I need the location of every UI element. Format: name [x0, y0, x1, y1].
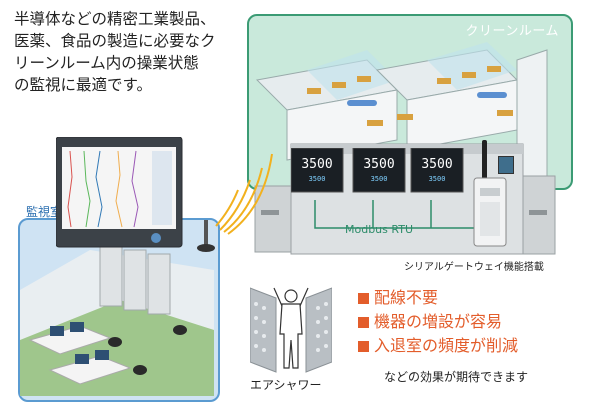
monitoring-room-label: 監視室 — [26, 205, 63, 219]
benefit-item-1: 配線不要 — [358, 286, 518, 310]
benefit-text-2: 機器の増設が容易 — [374, 312, 503, 331]
clean-room-label: クリーンルーム — [465, 24, 559, 39]
controller-group: 3500 3500 3500 3500 3500 3500 — [291, 148, 464, 193]
benefit-text-3: 入退室の頻度が削減 — [374, 336, 519, 355]
benefit-text-1: 配線不要 — [374, 288, 439, 307]
benefit-item-3: 入退室の頻度が削減 — [358, 334, 518, 358]
square-bullet-icon — [358, 316, 369, 328]
controller-2-pv: 3500 — [363, 157, 394, 172]
gateway-display — [498, 156, 514, 174]
air-shower-label: エアシャワー — [250, 378, 322, 392]
square-bullet-icon — [358, 292, 369, 304]
clean-room-equipment — [255, 42, 548, 180]
modbus-rtu-label: Modbus RTU — [345, 223, 413, 236]
serial-gateway-device — [473, 140, 507, 247]
paperless-recorder — [56, 137, 183, 248]
person-icon — [273, 287, 309, 369]
controller-1-sp: 3500 — [309, 175, 326, 183]
air-shower-illustration — [250, 287, 332, 373]
controller-3: 3500 3500 — [410, 148, 464, 193]
power-button-icon — [151, 233, 161, 243]
recorder-antenna — [197, 220, 215, 252]
controller-1-pv: 3500 — [301, 157, 332, 172]
controller-3-sp: 3500 — [429, 175, 446, 183]
square-bullet-icon — [358, 340, 369, 352]
controller-3-pv: 3500 — [421, 157, 452, 172]
antenna-icon — [204, 220, 208, 246]
gateway-label: シリアルゲートウェイ機能搭載 — [404, 262, 544, 273]
wireless-signal-icon — [215, 153, 273, 235]
benefits-list: 配線不要 機器の増設が容易 入退室の頻度が削減 — [358, 286, 518, 358]
benefits-footer: などの効果が期待できます — [384, 370, 529, 384]
benefit-item-2: 機器の増設が容易 — [358, 310, 518, 334]
antenna-icon — [482, 140, 487, 180]
intro-text: 半導体などの精密工業製品、 医薬、食品の製造に必要なク リーンルーム内の操業状態… — [14, 10, 216, 94]
controller-1: 3500 3500 — [291, 148, 344, 193]
controller-2-sp: 3500 — [371, 175, 388, 183]
monitoring-room-interior — [20, 245, 214, 396]
controller-2: 3500 3500 — [352, 148, 406, 193]
